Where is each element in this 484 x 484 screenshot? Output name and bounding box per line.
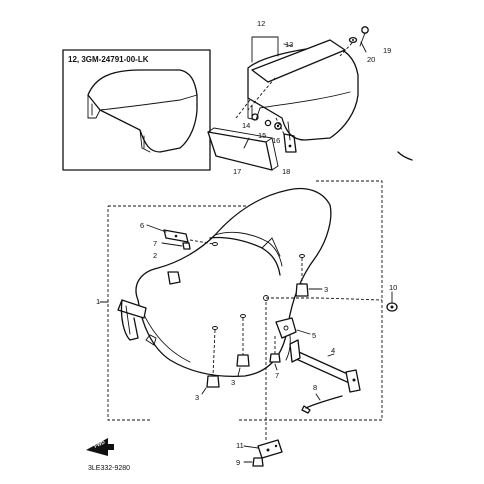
callout-17: 17 xyxy=(233,167,241,176)
inset-box: 12, 3GM-24791-00-LK xyxy=(62,49,211,171)
callout-10: 10 xyxy=(389,283,397,292)
callout-11: 11 xyxy=(236,441,244,450)
callout-3-left: 3 xyxy=(195,393,199,402)
fwd-arrow-icon xyxy=(86,438,114,456)
seat-cowl-assembly xyxy=(207,26,369,171)
cowl-pad xyxy=(251,39,346,83)
damper-3-mid-icon xyxy=(236,354,250,367)
callout-19: 19 xyxy=(383,46,391,55)
nut-7-lower-icon xyxy=(269,353,281,363)
screw-19-icon xyxy=(361,26,369,34)
damper-3-right-icon xyxy=(295,283,309,297)
seat-hook-rear xyxy=(117,299,147,319)
stray-mark xyxy=(397,151,413,161)
dampers xyxy=(201,258,323,395)
callout-15: 15 xyxy=(258,131,266,140)
inset-title: 12, 3GM-24791-00-LK xyxy=(68,55,149,64)
seat-grab-bar xyxy=(120,299,139,341)
forward-arrow: FWD xyxy=(86,438,114,456)
bracket-11-icon xyxy=(257,439,283,459)
callout-14: 14 xyxy=(242,121,250,130)
fwd-label: FWD xyxy=(93,439,106,449)
callout-6: 6 xyxy=(140,221,144,230)
seat-hook-2 xyxy=(167,271,181,285)
lock-cable-8 xyxy=(305,395,343,409)
callout-3-right: 3 xyxy=(324,285,328,294)
callout-4: 4 xyxy=(331,346,335,355)
callout-20: 20 xyxy=(367,55,375,64)
callout-9: 9 xyxy=(236,458,240,467)
callout-5: 5 xyxy=(312,331,316,340)
nut-7-top-icon xyxy=(182,242,191,250)
inset-cowl xyxy=(87,69,198,153)
assembly-boundary xyxy=(107,180,383,421)
inset-frame xyxy=(62,49,211,171)
bolt-9-icon xyxy=(252,457,264,467)
callout-1: 1 xyxy=(96,297,100,306)
bolt-10-icon xyxy=(386,302,398,312)
callout-7-lower: 7 xyxy=(275,371,279,380)
callout-12: 12 xyxy=(257,19,265,28)
callout-3-mid: 3 xyxy=(231,378,235,387)
drawing-code: 3LE332-9280 xyxy=(88,465,130,472)
callout-8: 8 xyxy=(313,383,317,392)
callout-16: 16 xyxy=(272,136,280,145)
callout-13: 13 xyxy=(285,40,293,49)
seat-lock-4 xyxy=(289,339,361,393)
callout-18: 18 xyxy=(282,167,290,176)
washer-20-icon xyxy=(348,36,358,44)
washer-15-icon xyxy=(264,119,272,127)
damper-3-left-icon xyxy=(206,375,220,388)
seat-body xyxy=(135,187,332,378)
bracket-5-icon xyxy=(275,317,297,339)
callout-2: 2 xyxy=(153,251,157,260)
callout-7-top: 7 xyxy=(153,239,157,248)
bolt-14-icon xyxy=(251,113,259,121)
bracket-18-icon xyxy=(283,133,297,153)
